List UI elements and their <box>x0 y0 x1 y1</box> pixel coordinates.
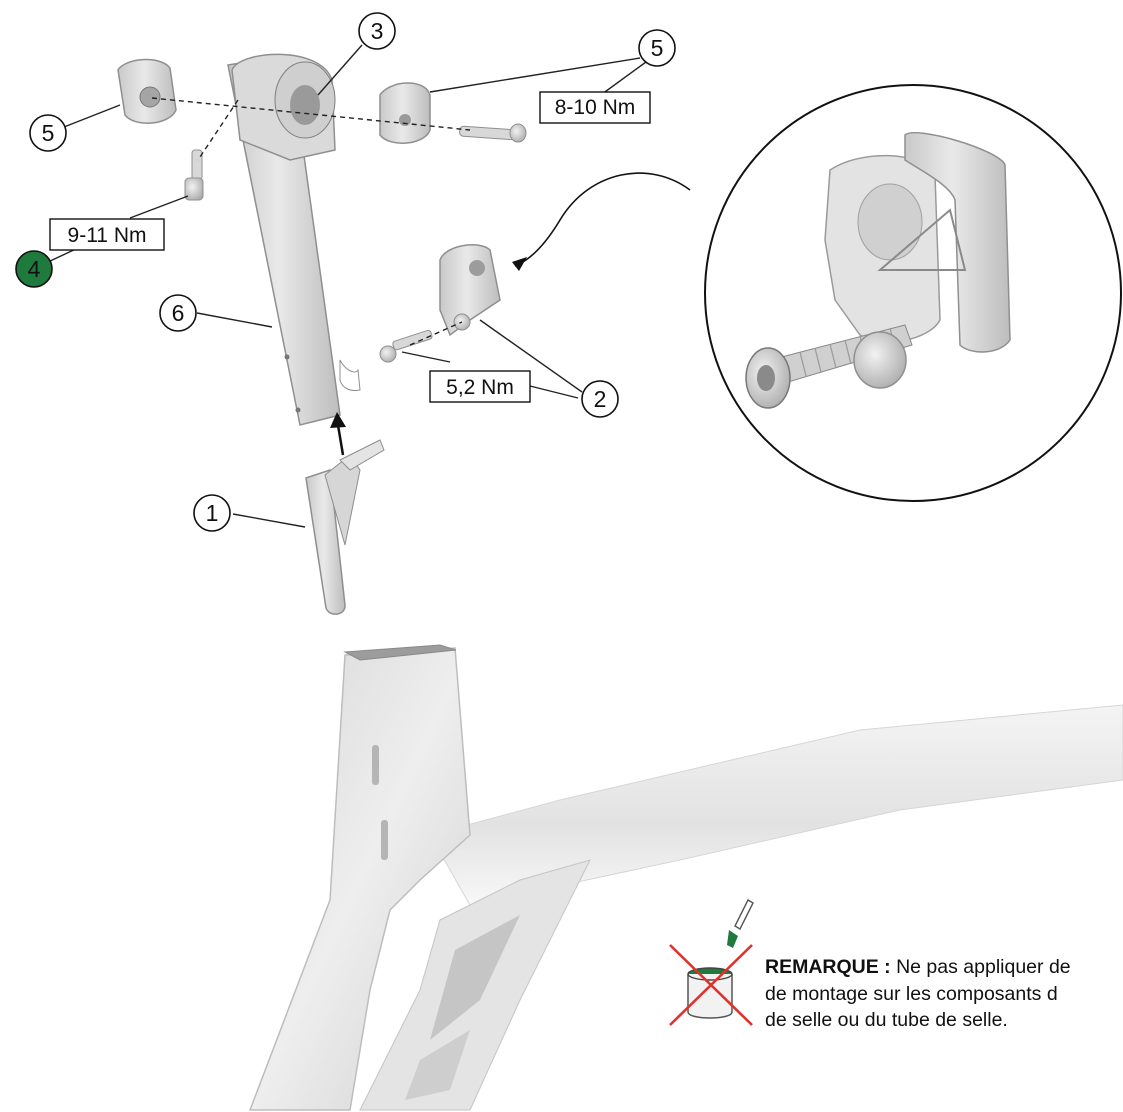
torque-label-1: 8-10 Nm <box>539 91 651 124</box>
callout-3-number: 3 <box>371 18 384 44</box>
assembly-axes <box>151 97 471 346</box>
leader-1 <box>232 513 306 528</box>
frame-seat-tube-opening <box>343 644 457 661</box>
detail-spring <box>877 208 967 271</box>
clamp-hole <box>469 260 485 276</box>
arrow-shaft <box>336 424 345 456</box>
leader-3 <box>317 44 363 96</box>
frame-port <box>372 745 379 785</box>
part-5-right-cup <box>379 82 431 144</box>
bolt-vertical-head <box>184 177 204 201</box>
bolt-vertical-shaft <box>191 149 203 181</box>
callout-4-number: 4 <box>28 256 41 282</box>
callout-1-number: 1 <box>206 500 219 526</box>
part-1-wedge <box>305 439 385 615</box>
detail-view <box>512 84 1122 502</box>
detail-pointer-head <box>512 257 527 271</box>
detail-pointer <box>514 172 691 267</box>
frame-port <box>381 820 388 860</box>
bolt-vertical <box>184 149 204 201</box>
note-line-1-text: Ne pas appliquer de <box>891 956 1071 978</box>
bolt-short-head <box>379 345 397 363</box>
wedge-tab <box>339 439 385 471</box>
seatpost-notch <box>339 359 361 391</box>
callout-5-left: 5 <box>29 114 67 152</box>
detail-pin <box>853 331 907 389</box>
note-line-3: de selle ou du tube de selle. <box>765 1009 1008 1031</box>
part-5-left-cup <box>117 58 177 124</box>
seatpost-bolt-hole <box>284 354 290 360</box>
frame-stay-cutout <box>430 915 520 1040</box>
callout-5-right-number: 5 <box>651 35 664 61</box>
bolt-short <box>379 329 433 363</box>
frame-top-tube <box>429 704 1123 906</box>
callout-2-number: 2 <box>594 386 607 412</box>
leader-6 <box>196 312 273 328</box>
grease-brush-icon <box>734 899 754 930</box>
left-cup-hole <box>139 86 161 108</box>
arrow-head <box>330 412 346 428</box>
leader-2-a <box>529 385 579 399</box>
detail-bolt-socket <box>757 365 775 391</box>
leader-t3 <box>401 351 451 363</box>
callout-6: 6 <box>159 294 197 332</box>
torque-value-2: 9-11 Nm <box>68 224 147 247</box>
torque-value-1: 8-10 Nm <box>555 96 636 119</box>
part-2-clamp <box>439 244 501 337</box>
note-line-1: REMARQUE : Ne pas appliquer de <box>765 956 1071 978</box>
part-6-seatpost <box>227 53 361 426</box>
seatpost-bolt-hole <box>295 407 301 413</box>
bolt-long <box>459 123 527 143</box>
no-grease-icon <box>669 899 754 1026</box>
callout-2: 2 <box>581 380 619 418</box>
note-line-2: de montage sur les composants d <box>765 983 1058 1005</box>
frame-seat-tube <box>248 647 471 1111</box>
callout-6-number: 6 <box>172 300 185 326</box>
right-cup-body <box>379 82 431 144</box>
leader-lines <box>47 44 647 528</box>
wedge-body <box>305 468 346 615</box>
leader-5-right-bolt <box>597 61 647 98</box>
right-cup-hole <box>399 114 411 126</box>
leader-t2 <box>129 195 189 219</box>
callout-5-right: 5 <box>638 29 676 67</box>
axis-vertical-bolt <box>197 99 239 161</box>
torque-label-3: 5,2 Nm <box>429 370 531 403</box>
axis-clamp-bolt <box>409 321 463 346</box>
torque-value-3: 5,2 Nm <box>446 376 514 399</box>
callout-1: 1 <box>193 494 231 532</box>
seatpost-clamp-hole <box>290 85 320 125</box>
bolt-short-shaft <box>392 329 433 351</box>
torque-label-2: 9-11 Nm <box>49 218 165 251</box>
bolt-long-shaft <box>459 125 516 141</box>
assembly-arrow <box>330 412 346 456</box>
leader-5-left <box>63 104 121 128</box>
detail-clamp-hole <box>857 183 923 261</box>
leader-5-right-cup <box>429 57 641 93</box>
callout-3: 3 <box>358 12 396 50</box>
note-label: REMARQUE : <box>765 956 891 978</box>
callout-4: 4 <box>15 250 53 288</box>
callout-5-left-number: 5 <box>42 120 55 146</box>
leader-2-b <box>479 319 583 393</box>
bolt-long-head <box>509 123 527 143</box>
bike-frame <box>248 644 1123 1111</box>
frame-stay-cutout <box>405 1030 470 1100</box>
